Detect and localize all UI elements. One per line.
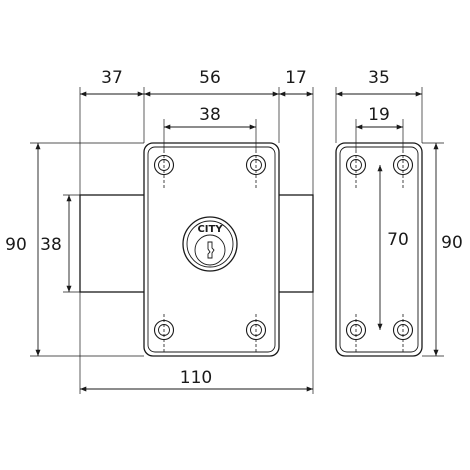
dim-side-height: 90 (441, 233, 463, 253)
dim-side-width: 35 (368, 68, 390, 88)
left-bolt (79, 194, 147, 293)
lock-cylinder (182, 216, 238, 272)
dim-right-bolt-width: 17 (285, 68, 307, 88)
side-view: 35 19 70 90 (335, 68, 463, 357)
side-hole-top-right (392, 150, 414, 190)
dim-bolt-height: 38 (40, 235, 62, 255)
dim-side-hole-spacing-vertical: 70 (387, 230, 409, 250)
dim-case-width: 56 (199, 68, 221, 88)
dim-total-width: 110 (180, 368, 212, 388)
side-hole-bottom-right (392, 314, 414, 352)
lock-case-inner-edge (147, 146, 276, 353)
side-hole-bottom-left (345, 314, 367, 352)
mounting-hole-bottom-right (245, 314, 267, 352)
dim-left-bolt-width: 37 (101, 68, 123, 88)
mounting-hole-top-left (153, 150, 175, 190)
dim-hole-spacing-horizontal: 38 (199, 105, 221, 125)
side-plate-inner-edge (339, 146, 419, 353)
front-view: CITY 37 56 17 38 90 38 110 (5, 68, 314, 394)
dim-total-height: 90 (5, 235, 27, 255)
right-bolt (275, 194, 314, 293)
mounting-hole-top-right (245, 150, 267, 190)
mounting-hole-bottom-left (153, 314, 175, 352)
brand-label: CITY (197, 224, 223, 235)
keyway-icon (207, 241, 215, 259)
dim-side-hole-spacing-horizontal: 19 (368, 105, 390, 125)
side-hole-top-left (345, 150, 367, 190)
